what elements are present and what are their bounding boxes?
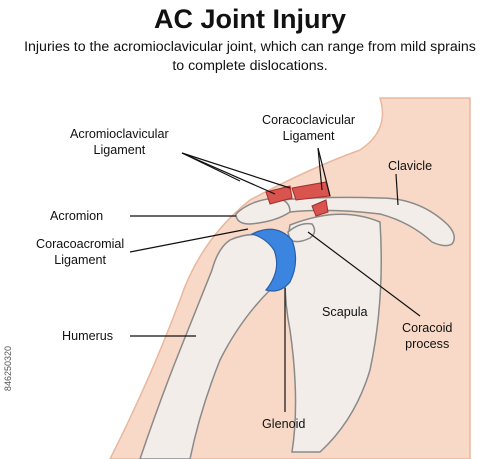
leader-coracoacromial — [129, 228, 249, 253]
scapula-bone — [284, 213, 382, 453]
label-glenoid: Glenoid — [262, 417, 306, 431]
coracoclavicular-ligament-lower-shape — [311, 199, 329, 217]
coracoid-bone — [287, 222, 316, 243]
leader-lines — [129, 147, 421, 412]
leader-clavicle — [395, 173, 399, 206]
leader-acromioclavicular-3 — [181, 152, 241, 182]
stock-id-text: 846250320 — [3, 346, 13, 392]
leader-coracoid — [307, 231, 421, 317]
leader-coracoclavicular-2 — [317, 147, 331, 197]
page-title: AC Joint Injury — [153, 4, 346, 34]
label-humerus: Humerus — [62, 329, 114, 343]
page-subtitle: Injuries to the acromioclavicular joint,… — [24, 39, 476, 74]
leader-acromioclavicular-2 — [181, 152, 291, 189]
label-clavicle: Clavicle — [388, 159, 433, 173]
leader-coracoclavicular-1 — [317, 147, 323, 191]
acromion-bone — [235, 197, 291, 225]
acromioclavicular-ligament-shape — [265, 185, 293, 205]
label-scapula: Scapula — [322, 305, 368, 319]
label-acromion: Acromion — [50, 209, 104, 223]
glenoid-cartilage — [250, 228, 297, 292]
